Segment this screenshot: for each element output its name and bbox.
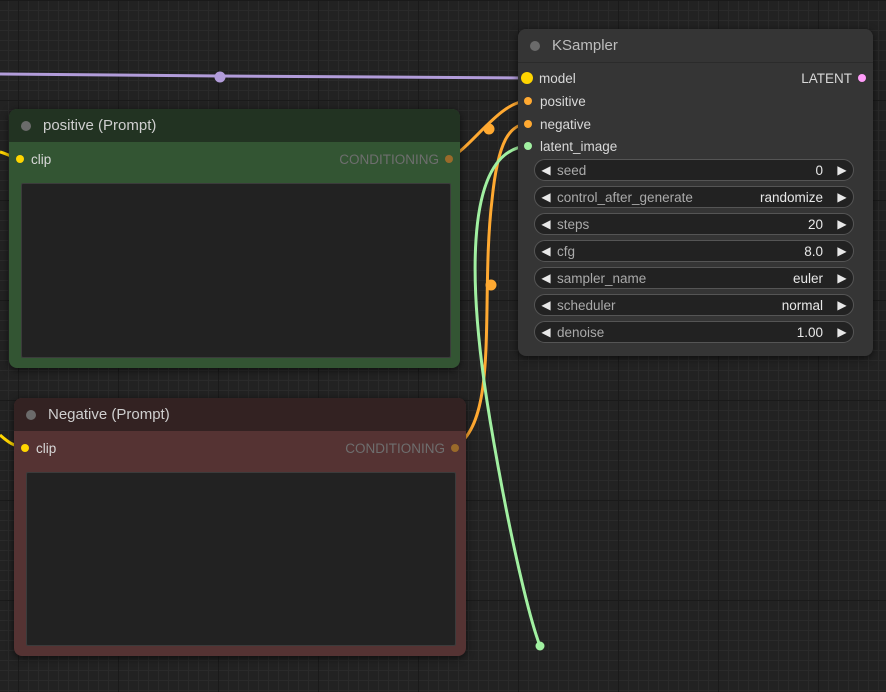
output-slot-latent[interactable]: LATENT	[801, 68, 866, 88]
ksampler-title-bar[interactable]: KSampler	[518, 29, 873, 63]
increment-arrow-icon[interactable]: ▶	[837, 163, 847, 177]
increment-arrow-icon[interactable]: ▶	[837, 271, 847, 285]
collapse-dot-icon[interactable]	[21, 120, 31, 131]
decrement-arrow-icon[interactable]: ◀	[541, 298, 551, 312]
input-slot-latent-image[interactable]: latent_image	[524, 136, 617, 156]
latent-output-icon[interactable]	[858, 74, 866, 82]
collapse-dot-icon[interactable]	[530, 40, 540, 51]
ksampler-node[interactable]: KSampler model LATENT positive negative …	[518, 29, 873, 356]
widget-seed[interactable]: ◀ seed 0 ▶	[534, 159, 854, 181]
decrement-arrow-icon[interactable]: ◀	[541, 190, 551, 204]
increment-arrow-icon[interactable]: ▶	[837, 325, 847, 339]
widget-control-after-generate[interactable]: ◀ control_after_generate randomize ▶	[534, 186, 854, 208]
widget-scheduler[interactable]: ◀ scheduler normal ▶	[534, 294, 854, 316]
decrement-arrow-icon[interactable]: ◀	[541, 163, 551, 177]
negative-title-bar[interactable]: Negative (Prompt)	[14, 398, 466, 431]
model-link	[0, 72, 529, 80]
decrement-arrow-icon[interactable]: ◀	[541, 325, 551, 339]
widget-sampler-name[interactable]: ◀ sampler_name euler ▶	[534, 267, 854, 289]
widget-denoise[interactable]: ◀ denoise 1.00 ▶	[534, 321, 854, 343]
model-slot-icon[interactable]	[521, 72, 533, 84]
positive-title-bar[interactable]: positive (Prompt)	[9, 109, 460, 142]
positive-prompt-textarea[interactable]	[21, 183, 451, 358]
latent-image-slot-icon[interactable]	[524, 142, 532, 150]
collapse-dot-icon[interactable]	[26, 409, 36, 420]
input-slot-negative[interactable]: negative	[524, 114, 591, 134]
model-link-midpoint[interactable]	[214, 71, 226, 83]
increment-arrow-icon[interactable]: ▶	[837, 190, 847, 204]
widget-steps[interactable]: ◀ steps 20 ▶	[534, 213, 854, 235]
widget-cfg[interactable]: ◀ cfg 8.0 ▶	[534, 240, 854, 262]
positive-link-midpoint[interactable]	[483, 123, 495, 135]
input-slot-positive[interactable]: positive	[524, 91, 586, 111]
positive-slot-icon[interactable]	[524, 97, 532, 105]
output-slot-conditioning[interactable]: CONDITIONING	[345, 438, 459, 458]
input-slot-model[interactable]: model	[521, 68, 576, 88]
ksampler-title: KSampler	[552, 37, 618, 54]
decrement-arrow-icon[interactable]: ◀	[541, 217, 551, 231]
increment-arrow-icon[interactable]: ▶	[837, 217, 847, 231]
conditioning-output-icon[interactable]	[451, 444, 459, 452]
negative-prompt-node[interactable]: Negative (Prompt) clip CONDITIONING	[14, 398, 466, 656]
negative-slot-icon[interactable]	[524, 120, 532, 128]
negative-prompt-textarea[interactable]	[26, 472, 456, 646]
output-slot-conditioning[interactable]: CONDITIONING	[339, 149, 453, 169]
input-slot-clip[interactable]: clip	[21, 438, 56, 458]
positive-prompt-node[interactable]: positive (Prompt) clip CONDITIONING	[9, 109, 460, 368]
clip-slot-icon[interactable]	[21, 444, 29, 452]
increment-arrow-icon[interactable]: ▶	[837, 244, 847, 258]
conditioning-output-icon[interactable]	[445, 155, 453, 163]
decrement-arrow-icon[interactable]: ◀	[541, 244, 551, 258]
input-slot-clip[interactable]: clip	[16, 149, 51, 169]
positive-title: positive (Prompt)	[43, 117, 157, 134]
negative-link-midpoint[interactable]	[485, 279, 497, 291]
decrement-arrow-icon[interactable]: ◀	[541, 271, 551, 285]
latent-link-endpoint[interactable]	[535, 641, 545, 651]
positive-link	[448, 99, 529, 160]
negative-title: Negative (Prompt)	[48, 406, 170, 423]
clip-slot-icon[interactable]	[16, 155, 24, 163]
increment-arrow-icon[interactable]: ▶	[837, 298, 847, 312]
